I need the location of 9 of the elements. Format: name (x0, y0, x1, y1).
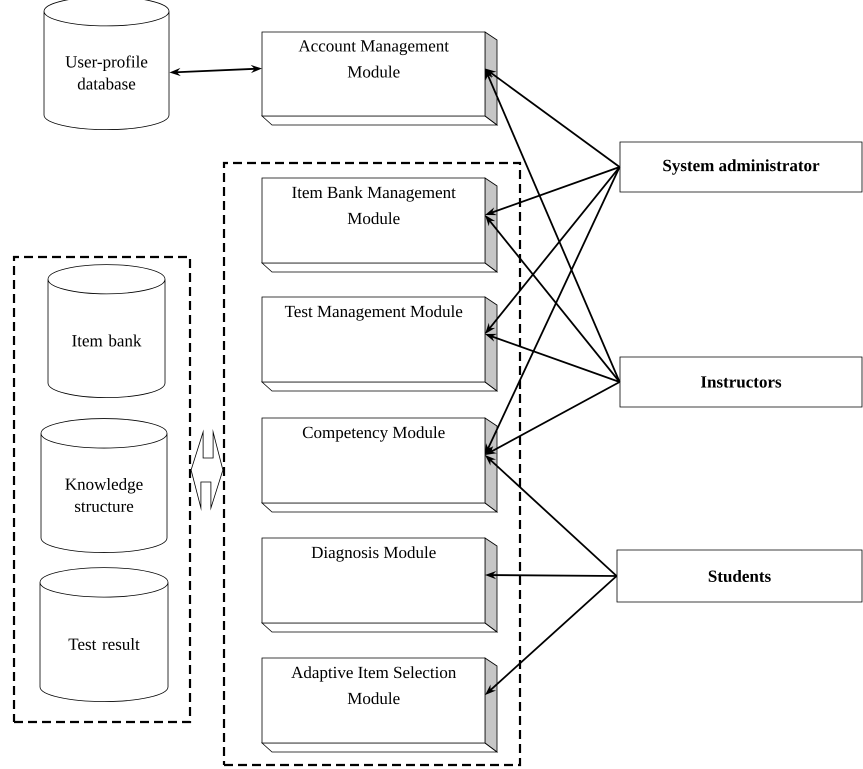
actor-box: Instructors (620, 356, 862, 408)
database-cylinder: Knowledge structure (40, 418, 168, 553)
database-cylinder: User-profile database (44, 0, 170, 130)
database-cylinder: Test result (40, 567, 168, 702)
actor-box: System administrator (620, 142, 862, 192)
database-cylinder: Item bank (48, 264, 166, 398)
dashed-group-box (222, 162, 522, 766)
actor-box: Students (616, 550, 862, 602)
dashed-group-box (12, 256, 192, 724)
